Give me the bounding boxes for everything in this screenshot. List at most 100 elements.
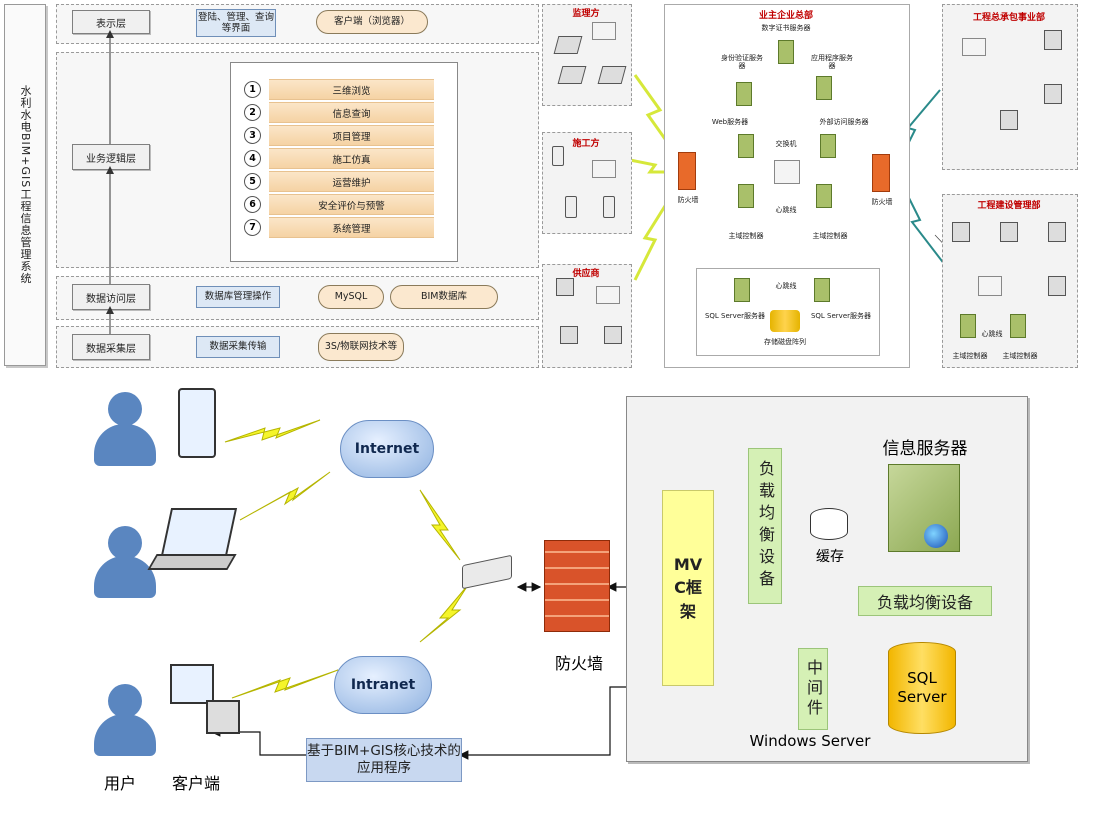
module-item: 4 施工仿真 [244, 148, 434, 169]
lightning-icon [231, 669, 339, 699]
lightning-icon [419, 584, 469, 643]
desktop-icon [952, 222, 970, 242]
laptop-icon [597, 66, 627, 84]
tablet-icon [603, 196, 615, 218]
builder-title: 施工方 [572, 139, 600, 149]
module-label: 三维浏览 [269, 79, 434, 100]
module-number: 1 [244, 81, 261, 98]
heartbeat-label: 心跳线 [775, 206, 797, 214]
server-icon [736, 82, 752, 106]
desktop-tower-icon [206, 700, 240, 734]
supervisor-title: 监理方 [572, 9, 600, 19]
desktop-icon [1044, 30, 1062, 50]
desktop-icon [1048, 276, 1066, 296]
sql-server-db-icon: SQL Server [888, 642, 956, 734]
server-icon [814, 278, 830, 302]
server-icon [738, 184, 754, 208]
firewall-right-label: 防火墙 [871, 198, 893, 206]
firewall-label: 防火墙 [554, 654, 603, 673]
user-body-icon [94, 424, 156, 466]
bim-db: BIM数据库 [390, 285, 498, 309]
supplier-link [633, 189, 677, 281]
iot-tech-box: 3S/物联网技术等 [318, 333, 404, 361]
user-icon [108, 392, 142, 426]
server-icon [960, 314, 976, 338]
firewall-left-label: 防火墙 [677, 196, 699, 204]
app-server-label: 应用程序服务器 [811, 54, 853, 71]
router-icon [592, 160, 616, 178]
lb-horizontal-label: 负载均衡设备 [876, 593, 973, 612]
dc-right-label: 主域控制器 [812, 232, 848, 240]
mysql-db: MySQL [318, 285, 384, 309]
middleware: 中间件 [798, 648, 828, 730]
keyboard-icon [147, 554, 237, 570]
db-ops-box: 数据库管理操作 [196, 286, 280, 308]
user-icon [108, 684, 142, 718]
tablet-icon [178, 388, 216, 458]
module-number: 2 [244, 104, 261, 121]
contractor-title: 工程总承包事业部 [972, 13, 1045, 23]
cm-dc-right-label: 主域控制器 [1002, 352, 1038, 360]
client-label: 客户端 [172, 774, 221, 793]
desktop-icon [1000, 222, 1018, 242]
user-body-icon [94, 714, 156, 756]
desktop-icon [560, 326, 578, 344]
module-label: 运营维护 [269, 171, 434, 192]
laptop-icon [553, 36, 583, 54]
module-item: 1 三维浏览 [244, 79, 434, 100]
cert-server-label: 数字证书服务器 [761, 24, 811, 32]
tablet-icon [552, 146, 564, 166]
router-icon [596, 286, 620, 304]
cm-heartbeat-label: 心跳线 [981, 330, 1003, 338]
browser-client-box: 客户端（浏览器） [316, 10, 428, 34]
server-icon [816, 184, 832, 208]
server-icon [734, 278, 750, 302]
module-label: 施工仿真 [269, 148, 434, 169]
desktop-icon [1044, 84, 1062, 104]
firewall-icon [872, 154, 890, 192]
disk-array-icon [770, 310, 800, 332]
bim-gis-app: 基于BIM+GIS核心技术的应用程序 [306, 738, 462, 782]
internet-cloud-icon: Internet [340, 420, 434, 478]
module-number: 4 [244, 150, 261, 167]
system-title-panel: 水利水电BIM+GIS工程信息管理系统 [4, 4, 46, 366]
storage-label: 存储磁盘阵列 [764, 338, 806, 346]
lb-vertical-label: 负载均衡设备 [756, 460, 775, 592]
switch-icon [774, 160, 800, 184]
ui-interface-box: 登陆、管理、查询等界面 [196, 9, 276, 37]
dc-left-label: 主域控制器 [728, 232, 764, 240]
tablet-icon [565, 196, 577, 218]
desktop-icon [1048, 222, 1066, 242]
middleware-label: 中间件 [804, 659, 823, 719]
module-number: 7 [244, 219, 261, 236]
module-number: 6 [244, 196, 261, 213]
construction-mgmt-title: 工程建设管理部 [977, 201, 1041, 211]
sql-left-label: SQL Server服务器 [704, 312, 766, 320]
ext-server-label: 外部访问服务器 [819, 118, 869, 126]
windows-server-label: Windows Server [749, 732, 871, 750]
load-balancer-vertical: 负载均衡设备 [748, 448, 782, 604]
supplier-title: 供应商 [572, 269, 600, 279]
intranet-cloud-icon: Intranet [334, 656, 432, 714]
module-item: 6 安全评价与预警 [244, 194, 434, 215]
lightning-icon [419, 489, 461, 561]
web-server-label: Web服务器 [711, 118, 749, 126]
module-label: 信息查询 [269, 102, 434, 123]
router-icon [978, 276, 1002, 296]
desktop-icon [604, 326, 622, 344]
laptop-icon [160, 508, 238, 556]
lightning-icon [239, 471, 331, 521]
monitor-icon [170, 664, 214, 704]
app-label: 基于BIM+GIS核心技术的应用程序 [307, 743, 461, 776]
module-label: 安全评价与预警 [269, 194, 434, 215]
server-icon [1010, 314, 1026, 338]
cache-label: 缓存 [816, 549, 844, 565]
server-icon [820, 134, 836, 158]
switch-label: 交换机 [775, 140, 797, 148]
intranet-label: Intranet [350, 677, 416, 693]
data-collect-layer-label: 数据采集层 [72, 334, 150, 360]
firewall-icon [544, 540, 610, 632]
cm-dc-left-label: 主域控制器 [952, 352, 988, 360]
module-label: 项目管理 [269, 125, 434, 146]
